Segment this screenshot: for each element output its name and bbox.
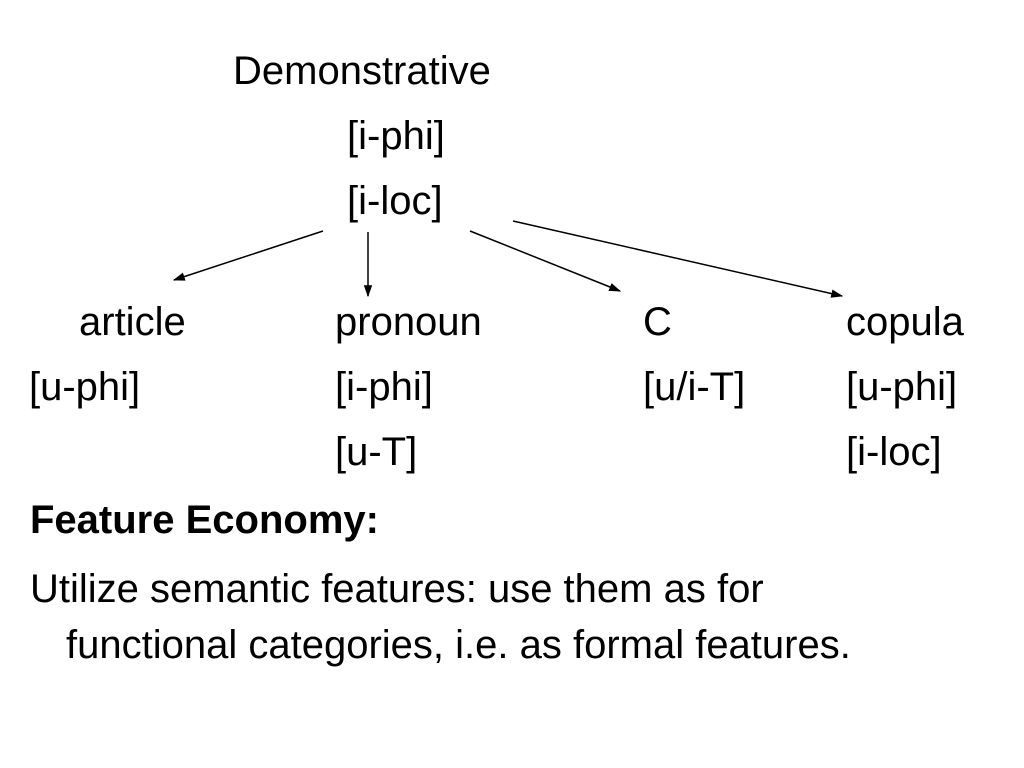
arrow-to-copula	[512, 220, 844, 298]
pronoun-feature-u-t: [u-T]	[335, 430, 418, 474]
pronoun-feature-i-phi: [i-phi]	[335, 365, 433, 409]
c-feature-u-i-t: [u/i-T]	[643, 365, 746, 409]
article-feature-u-phi: [u-phi]	[29, 365, 141, 409]
body-line-1: Utilize semantic features: use them as f…	[30, 567, 764, 611]
arrow-to-article	[172, 230, 324, 281]
root-label: Demonstrative	[233, 49, 491, 93]
copula-feature-i-loc: [i-loc]	[846, 430, 942, 474]
arrow-to-c	[469, 230, 622, 292]
root-feature-i-loc: [i-loc]	[347, 179, 443, 223]
pronoun-label: pronoun	[335, 300, 482, 344]
root-feature-i-phi: [i-phi]	[347, 114, 445, 158]
body-line-2: functional categories, i.e. as formal fe…	[66, 623, 851, 667]
body-paragraph: Utilize semantic features: use them as f…	[30, 561, 1010, 673]
copula-feature-u-phi: [u-phi]	[846, 365, 958, 409]
feature-economy-heading: Feature Economy:	[30, 498, 379, 542]
copula-label: copula	[846, 300, 964, 344]
article-label: article	[79, 300, 186, 344]
c-label: C	[643, 300, 672, 344]
